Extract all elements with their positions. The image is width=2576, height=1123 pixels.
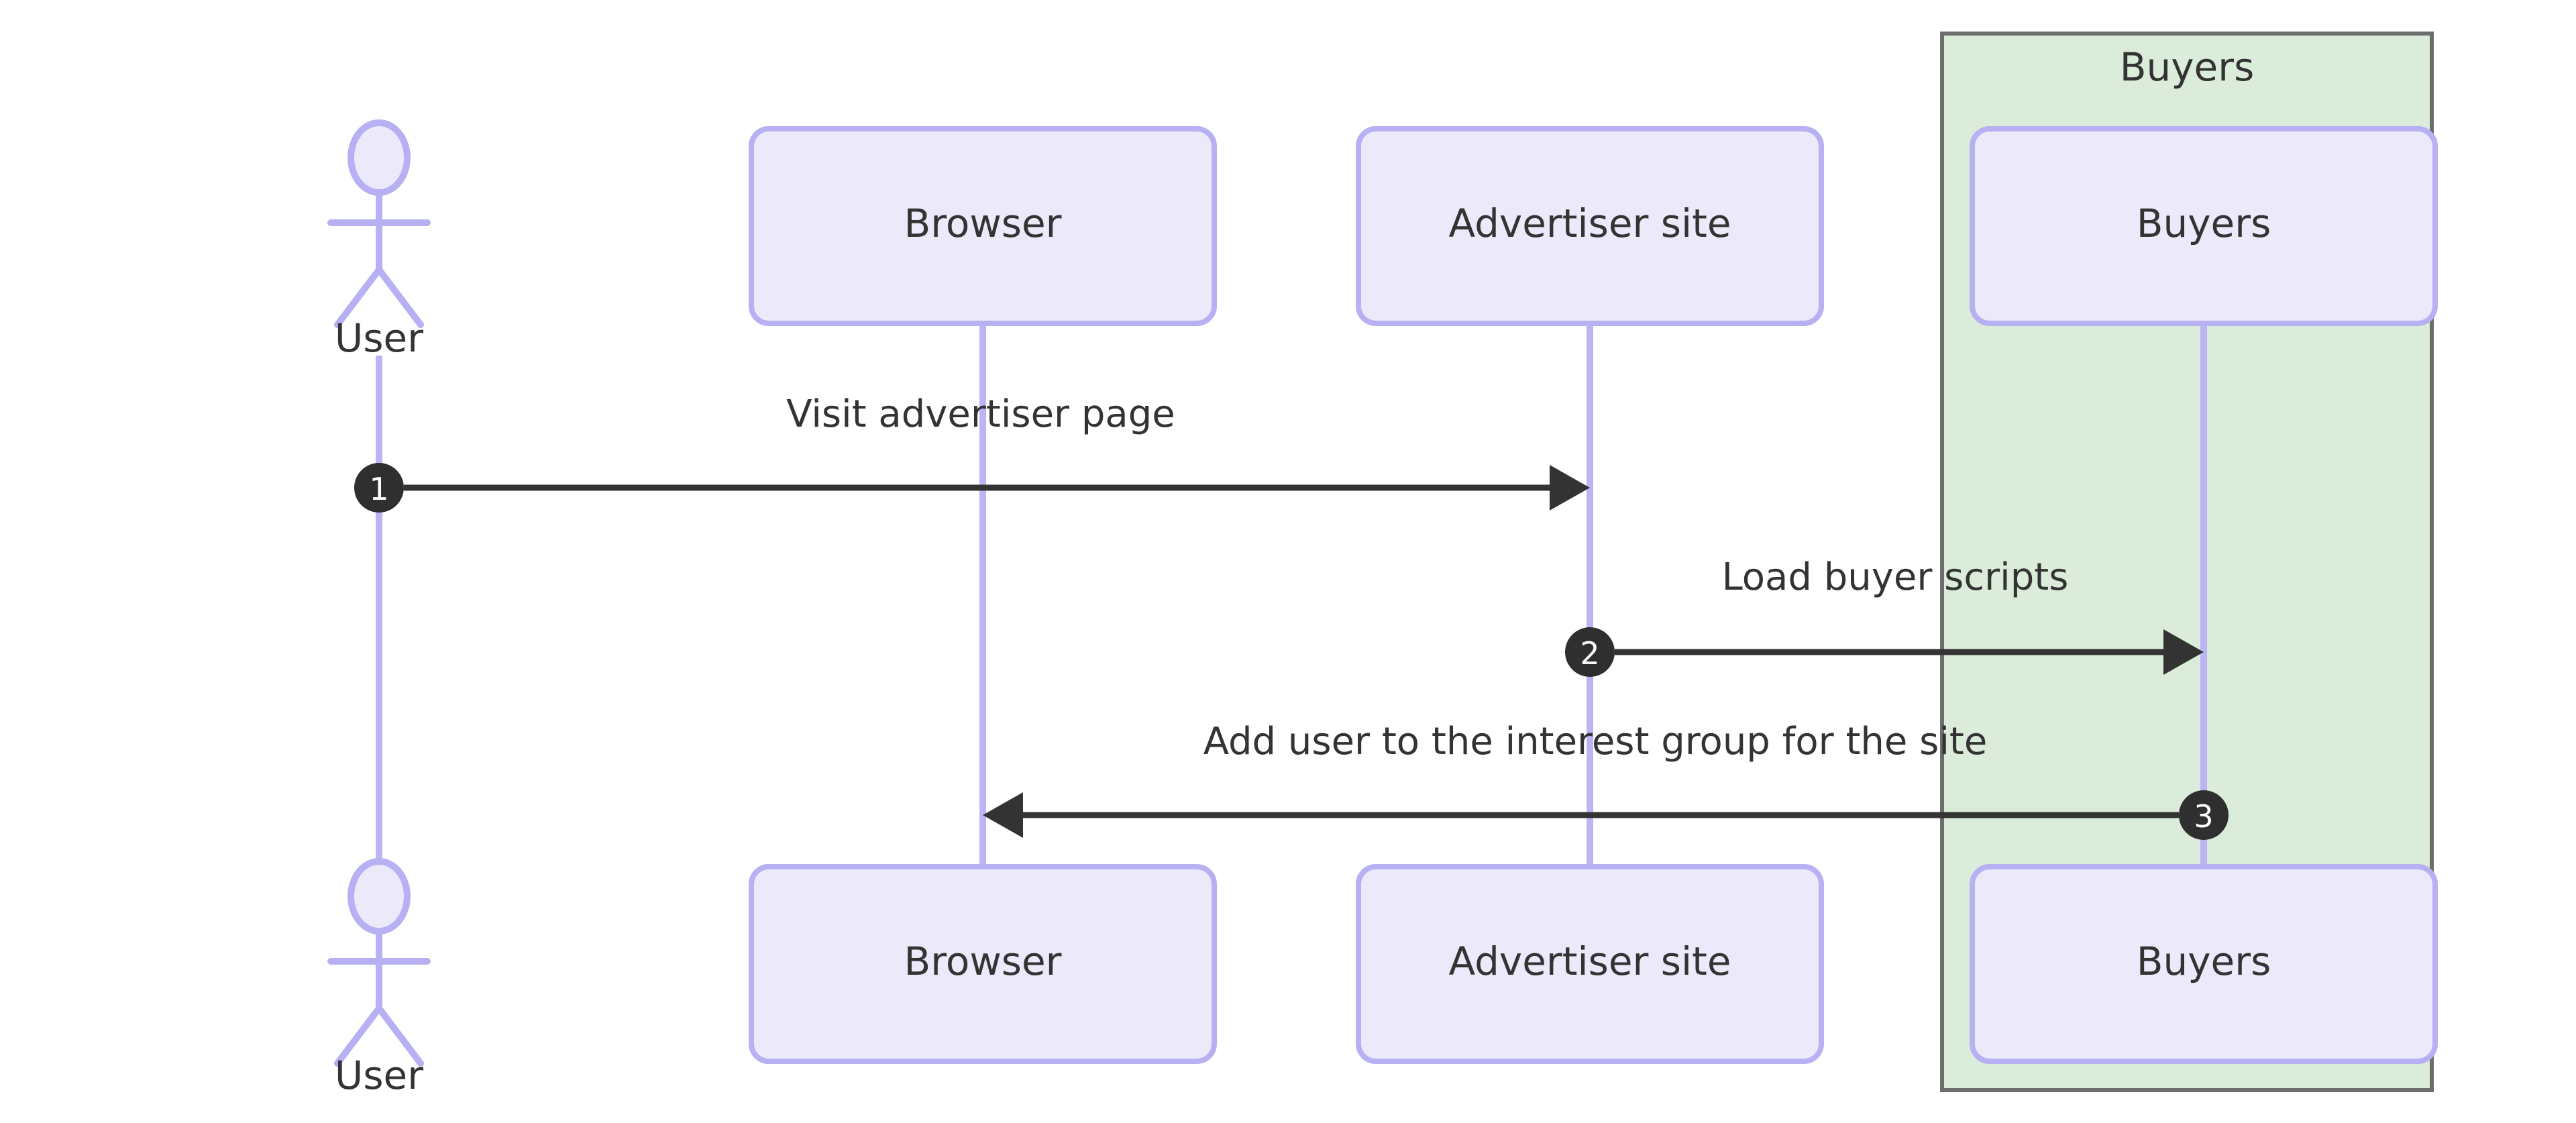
actor-body-icon	[327, 189, 431, 328]
message-2[interactable]: 2 Load buyer scripts	[1565, 555, 2204, 677]
participant-advertiser-site-top[interactable]: Advertiser site	[1356, 126, 1824, 326]
participant-label-browser-top: Browser	[904, 201, 1061, 246]
participant-box	[1970, 126, 2438, 326]
participant-browser-top[interactable]: Browser	[749, 126, 1217, 326]
message-sequence-number: 2	[1580, 635, 1599, 672]
actor-body-icon	[327, 928, 431, 1067]
message-sequence-marker[interactable]	[2179, 790, 2229, 840]
message-sequence-marker[interactable]	[354, 463, 404, 513]
lifelines	[376, 323, 2207, 879]
actor-label-user-bottom: User	[335, 1053, 423, 1098]
actor-head-icon	[347, 119, 411, 196]
message-label: Load buyer scripts	[1722, 555, 2069, 599]
message-arrowhead-icon	[2163, 629, 2204, 675]
message-arrowhead-icon	[1550, 465, 1590, 511]
participant-box	[1356, 126, 1824, 326]
participant-buyers-top[interactable]: Buyers	[1970, 126, 2438, 326]
participant-box	[749, 126, 1217, 326]
messages-layer: 1 Visit advertiser page 2 Load buyer script…	[354, 392, 2229, 840]
message-sequence-marker[interactable]	[1565, 627, 1615, 677]
participant-advertiser-site-bottom[interactable]: Advertiser site	[1356, 864, 1824, 1064]
participant-browser-bottom[interactable]: Browser	[749, 864, 1217, 1064]
participant-box	[1970, 864, 2438, 1064]
message-1[interactable]: 1 Visit advertiser page	[354, 392, 1590, 513]
participant-box	[1356, 864, 1824, 1064]
message-sequence-number: 1	[369, 471, 388, 507]
participant-label-buyers-top: Buyers	[2137, 201, 2271, 246]
actor-user-bottom[interactable]: User	[327, 858, 431, 1098]
message-sequence-number: 3	[2194, 798, 2213, 835]
actor-user-top[interactable]: User	[327, 119, 431, 361]
message-3[interactable]: 3 Add user to the interest group for the …	[983, 720, 2229, 840]
participant-label-buyers-bottom: Buyers	[2137, 939, 2271, 984]
participant-buyers-bottom[interactable]: Buyers	[1970, 864, 2438, 1064]
group-label: Buyers	[2120, 44, 2255, 90]
participant-label-browser-bottom: Browser	[904, 939, 1061, 984]
actor-label-user-top: User	[335, 315, 423, 361]
message-arrowhead-icon	[983, 792, 1023, 838]
participant-box	[749, 864, 1217, 1064]
message-label: Visit advertiser page	[786, 392, 1175, 436]
actor-head-icon	[347, 858, 411, 934]
participant-label-advertiser-site-top: Advertiser site	[1448, 201, 1731, 246]
participant-label-advertiser-site-bottom: Advertiser site	[1448, 939, 1731, 984]
message-label: Add user to the interest group for the s…	[1203, 720, 1988, 763]
